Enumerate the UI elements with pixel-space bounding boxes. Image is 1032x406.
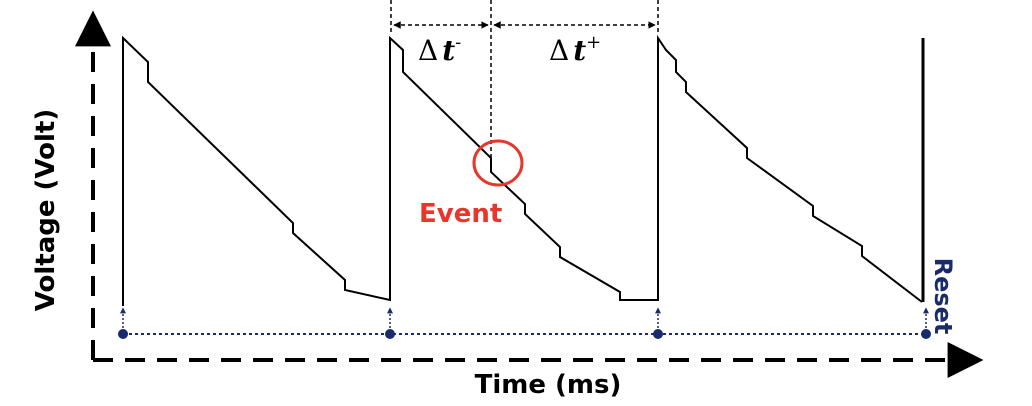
reset-dot-icon: [118, 329, 128, 339]
reset-dot-icon: [385, 329, 395, 339]
reset-marker-1: [118, 307, 128, 339]
reset-dot-icon: [921, 329, 931, 339]
reset-label: Reset: [929, 258, 957, 335]
y-axis-label: Voltage (Volt): [31, 109, 61, 311]
event-circle: [472, 139, 524, 187]
event-label: Event: [419, 199, 502, 229]
reset-marker-3: [653, 307, 663, 339]
reset-marker-2: [385, 307, 395, 339]
reset-marker-4: [921, 307, 931, 339]
x-axis-label: Time (ms): [475, 370, 622, 400]
reset-dot-icon: [653, 329, 663, 339]
voltage-trace: [122, 34, 923, 306]
